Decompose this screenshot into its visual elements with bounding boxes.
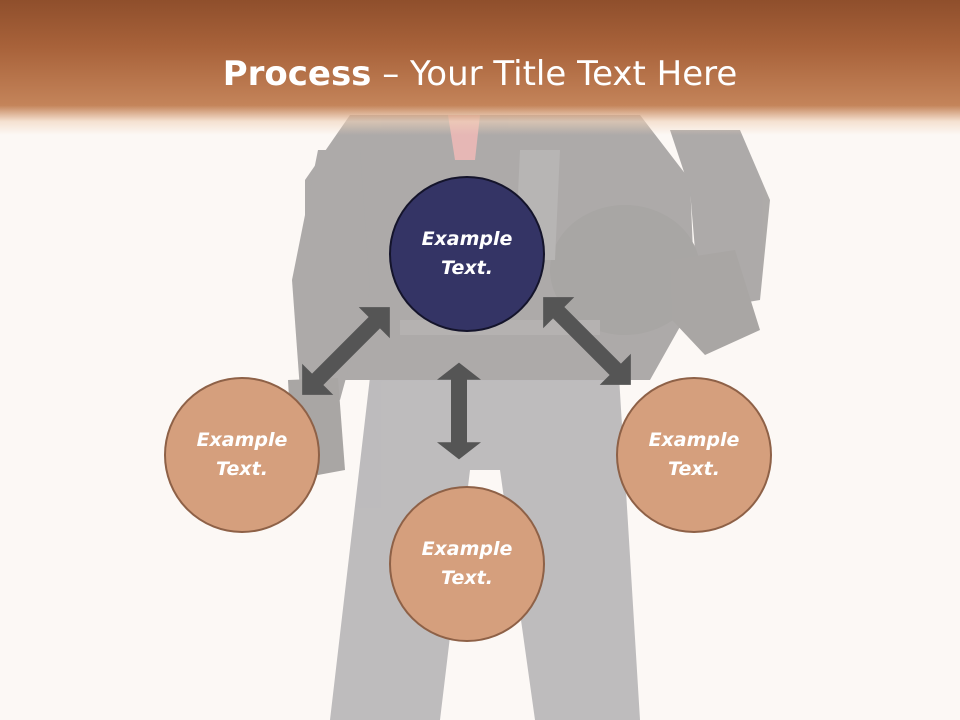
center-node: Example Text. bbox=[389, 176, 545, 332]
left-node-label: Example Text. bbox=[196, 429, 288, 480]
double-arrow-icon bbox=[286, 291, 406, 411]
double-arrow-icon bbox=[437, 362, 481, 460]
title-bold-part: Process bbox=[222, 54, 372, 94]
title-band bbox=[0, 0, 960, 135]
bottom-node-label: Example Text. bbox=[421, 538, 513, 589]
center-node-label: Example Text. bbox=[421, 228, 513, 279]
right-node: Example Text. bbox=[616, 377, 772, 533]
bottom-node: Example Text. bbox=[389, 486, 545, 642]
left-node: Example Text. bbox=[164, 377, 320, 533]
right-node-label: Example Text. bbox=[648, 429, 740, 480]
slide-title: Process – Your Title Text Here bbox=[0, 52, 960, 96]
title-rest-part: – Your Title Text Here bbox=[371, 54, 738, 94]
double-arrow-icon bbox=[527, 281, 647, 401]
